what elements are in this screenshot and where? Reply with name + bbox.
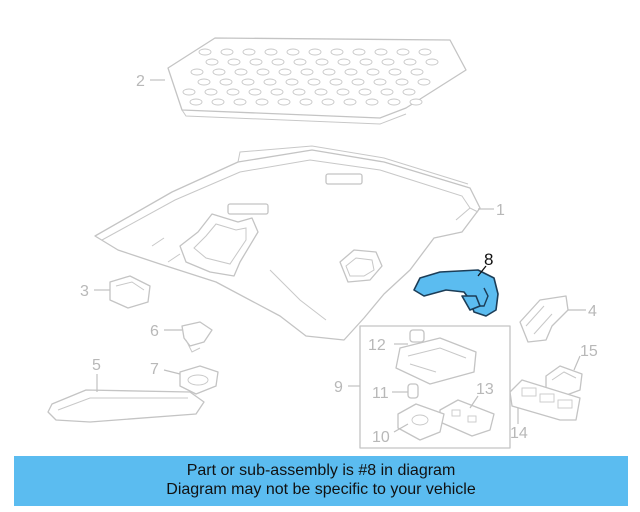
- part-8-assist-grip: [413, 269, 499, 317]
- pad-hole: [321, 98, 335, 106]
- pad-hole: [189, 98, 203, 106]
- callout-4: 4: [588, 303, 597, 320]
- callout-2: 2: [136, 73, 145, 90]
- part-14-switch-panel: [509, 379, 581, 421]
- pad-hole: [249, 58, 263, 66]
- pad-hole: [256, 68, 270, 76]
- part-4-bracket: [519, 295, 569, 343]
- pad-hole: [299, 98, 313, 106]
- pad-hole: [329, 78, 343, 86]
- pad-hole: [396, 48, 410, 56]
- part-3-clip: [109, 275, 151, 309]
- pad-hole: [308, 48, 322, 56]
- pad-hole: [190, 68, 204, 76]
- pad-hole: [263, 78, 277, 86]
- pad-hole: [417, 78, 431, 86]
- callout-5: 5: [92, 357, 101, 374]
- pad-hole: [322, 68, 336, 76]
- callout-9: 9: [334, 379, 343, 396]
- pad-hole: [212, 68, 226, 76]
- pad-hole: [182, 88, 196, 96]
- pad-hole: [314, 88, 328, 96]
- pad-hole: [277, 98, 291, 106]
- callout-1: 1: [496, 202, 505, 219]
- pad-hole: [197, 78, 211, 86]
- pad-hole: [380, 88, 394, 96]
- part-10-lens: [397, 403, 445, 441]
- pad-hole: [359, 58, 373, 66]
- pad-hole: [387, 98, 401, 106]
- callout-15: 15: [580, 343, 598, 360]
- callout-11: 11: [372, 385, 389, 402]
- callout-7: 7: [150, 361, 159, 378]
- callout-14: 14: [510, 425, 528, 442]
- banner-line-2: Diagram may not be specific to your vehi…: [166, 481, 476, 498]
- pad-hole: [403, 58, 417, 66]
- pad-hole: [336, 88, 350, 96]
- pad-hole: [418, 48, 432, 56]
- pad-hole: [270, 88, 284, 96]
- pad-hole: [248, 88, 262, 96]
- pad-hole: [278, 68, 292, 76]
- pad-hole: [227, 58, 241, 66]
- banner-line-1: Part or sub-assembly is #8 in diagram: [186, 462, 456, 479]
- part-15-switch: [545, 365, 583, 397]
- pad-hole: [271, 58, 285, 66]
- pad-hole: [219, 78, 233, 86]
- pad-hole: [198, 48, 212, 56]
- pad-hole: [344, 68, 358, 76]
- part-1-headliner: [94, 145, 481, 341]
- pad-hole: [255, 98, 269, 106]
- callout-13: 13: [476, 381, 494, 398]
- pad-hole: [395, 78, 409, 86]
- pad-hole: [330, 48, 344, 56]
- pad-hole: [264, 48, 278, 56]
- pad-hole: [286, 48, 300, 56]
- pad-hole: [226, 88, 240, 96]
- part-5-sun-visor: [47, 389, 205, 423]
- pad-hole: [307, 78, 321, 86]
- pad-hole: [337, 58, 351, 66]
- callout-8: 8: [484, 250, 493, 269]
- pad-hole: [425, 58, 439, 66]
- pad-hole: [388, 68, 402, 76]
- info-banner: Part or sub-assembly is #8 in diagram Di…: [14, 456, 628, 506]
- pad-hole: [365, 98, 379, 106]
- callout-6: 6: [150, 323, 159, 340]
- callout-3: 3: [80, 283, 89, 300]
- part-6-bracket: [181, 321, 213, 353]
- pad-hole: [374, 48, 388, 56]
- part-7-housing: [179, 365, 219, 395]
- pad-hole: [409, 98, 423, 106]
- pad-hole: [241, 78, 255, 86]
- pad-hole: [293, 58, 307, 66]
- pad-hole: [381, 58, 395, 66]
- pad-hole: [410, 68, 424, 76]
- pad-hole: [205, 58, 219, 66]
- callout-12: 12: [368, 337, 386, 354]
- parts-diagram: 2 1 3 6 7 5: [47, 37, 598, 449]
- callout-10: 10: [372, 429, 390, 446]
- pad-hole: [358, 88, 372, 96]
- pad-hole: [292, 88, 306, 96]
- pad-hole: [373, 78, 387, 86]
- pad-hole: [366, 68, 380, 76]
- pad-hole: [402, 88, 416, 96]
- part-11-clip: [407, 383, 419, 399]
- pad-hole: [220, 48, 234, 56]
- pad-hole: [204, 88, 218, 96]
- pad-hole: [233, 98, 247, 106]
- part-2-insulation-pad: [167, 37, 467, 125]
- pad-hole: [285, 78, 299, 86]
- part-console-housing: [395, 337, 477, 385]
- pad-hole: [242, 48, 256, 56]
- pad-hole: [234, 68, 248, 76]
- pad-hole: [352, 48, 366, 56]
- part-12-bulb: [409, 329, 425, 343]
- pad-hole: [343, 98, 357, 106]
- pad-hole: [211, 98, 225, 106]
- pad-hole: [300, 68, 314, 76]
- pad-hole: [351, 78, 365, 86]
- pad-hole: [315, 58, 329, 66]
